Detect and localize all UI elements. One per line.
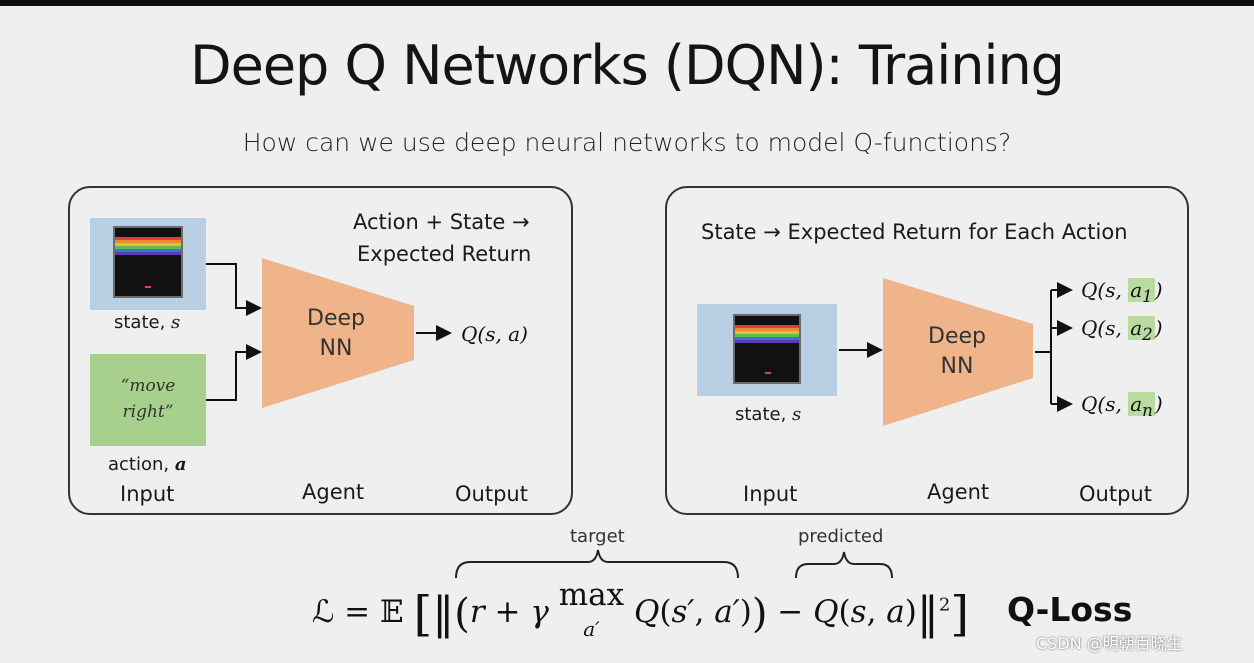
action-input-box: “move right”: [90, 354, 206, 446]
left-state-label: state, s: [114, 312, 181, 333]
breakout-game-thumbnail: [113, 226, 183, 298]
right-col-input: Input: [743, 482, 798, 506]
right-deep-nn-trapezoid: [883, 278, 1033, 426]
left-col-agent: Agent: [302, 480, 365, 504]
left-col-output: Output: [455, 482, 528, 506]
target-label: target: [570, 526, 625, 547]
action-text-line1: “move: [120, 376, 176, 396]
right-state-label: state, s: [735, 404, 802, 425]
watermark: CSDN @明朝百晓生: [1036, 634, 1183, 653]
right-nn-label-line2: NN: [940, 354, 974, 379]
state-each-action-panel: State → Expected Return for Each Action …: [665, 186, 1189, 515]
top-border: [0, 0, 1254, 6]
action-state-panel: Action + State → Expected Return state, …: [68, 186, 573, 515]
predicted-label: predicted: [798, 526, 884, 547]
action-label: action, a: [108, 454, 187, 475]
right-connector-arrows: [839, 282, 1073, 412]
left-col-input: Input: [120, 482, 175, 506]
left-nn-label-line2: NN: [319, 336, 353, 361]
left-nn-label-line1: Deep: [307, 306, 365, 331]
q-output-a2: Q(s, a2): [1081, 316, 1163, 344]
deep-nn-trapezoid: [262, 258, 414, 408]
right-col-output: Output: [1079, 482, 1152, 506]
action-text-line2: right”: [122, 402, 174, 422]
left-heading-line2: Expected Return: [357, 242, 532, 266]
right-state-input-screen: [697, 304, 837, 396]
q-output-a1: Q(s, a1): [1081, 278, 1163, 306]
right-heading: State → Expected Return for Each Action: [701, 220, 1128, 244]
state-input-screen: [90, 218, 206, 310]
left-heading-line1: Action + State →: [353, 210, 530, 234]
q-loss-title: Q-Loss: [1007, 590, 1133, 629]
slide-subtitle: How can we use deep neural networks to m…: [242, 128, 1012, 157]
right-col-agent: Agent: [927, 480, 990, 504]
q-output-an: Q(s, an): [1081, 392, 1163, 420]
right-nn-label-line1: Deep: [928, 324, 986, 349]
right-breakout-game-thumbnail: [733, 314, 801, 384]
left-connector-arrows: [206, 263, 452, 401]
left-q-output: Q(s, a): [461, 322, 528, 346]
slide-title: Deep Q Networks (DQN): Training: [190, 34, 1065, 97]
